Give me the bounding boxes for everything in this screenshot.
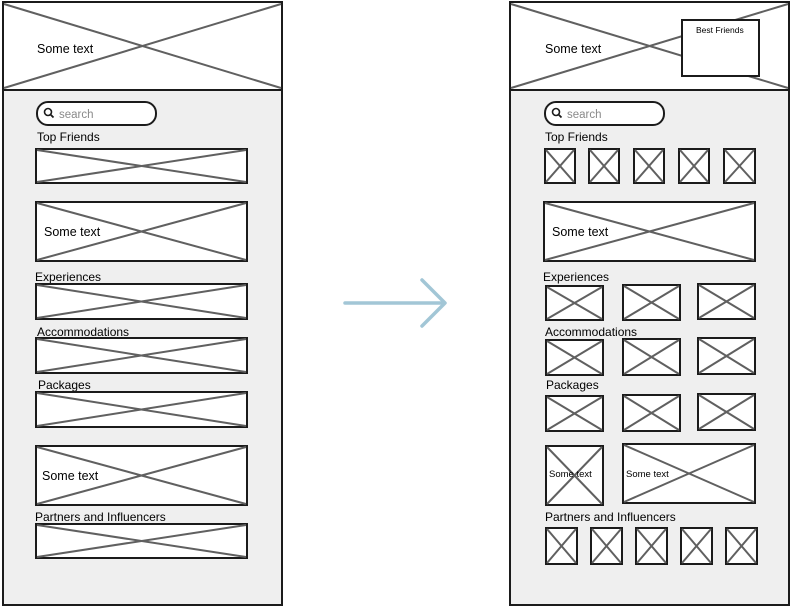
after-experience-tile[interactable] <box>697 283 756 320</box>
after-accommodation-tile[interactable] <box>622 338 681 376</box>
after-promo-right-image[interactable]: Some text <box>622 443 756 504</box>
after-partner-avatar[interactable] <box>590 527 623 565</box>
before-packages-label: Packages <box>38 378 91 392</box>
after-partner-avatar[interactable] <box>680 527 713 565</box>
after-search-field[interactable]: search <box>544 101 665 126</box>
before-search-placeholder: search <box>59 109 94 121</box>
after-partner-avatar[interactable] <box>635 527 668 565</box>
after-friend-avatar[interactable] <box>544 148 576 184</box>
before-search-field[interactable]: search <box>36 101 157 126</box>
before-top-friends-label: Top Friends <box>37 130 100 144</box>
after-banner-text: Some text <box>552 225 609 239</box>
after-accommodation-tile[interactable] <box>697 337 756 375</box>
after-promo-left-image[interactable]: Some text <box>545 445 604 506</box>
after-friend-avatar[interactable] <box>723 148 756 184</box>
after-experience-tile[interactable] <box>545 285 604 321</box>
before-partners-label: Partners and Influencers <box>35 510 166 524</box>
before-banner-image: Some text <box>35 201 248 262</box>
after-packages-row <box>545 393 756 432</box>
before-experiences-label: Experiences <box>35 270 101 284</box>
after-package-tile[interactable] <box>622 394 681 432</box>
arrow-right-icon <box>343 278 447 328</box>
after-experiences-row <box>545 283 756 321</box>
before-header-text: Some text <box>37 42 94 56</box>
before-accommodations-placeholder <box>35 337 248 374</box>
after-best-friends-label: Best Friends <box>696 25 744 35</box>
before-banner-text: Some text <box>44 225 101 239</box>
before-promo-text: Some text <box>42 469 99 483</box>
after-accommodations-label: Accommodations <box>545 325 637 339</box>
after-promo-right-text: Some text <box>626 469 669 480</box>
wireframe-before: Some text search Top Friends Some text E… <box>2 1 283 606</box>
after-friend-avatar[interactable] <box>633 148 665 184</box>
search-icon <box>551 107 563 119</box>
after-partner-avatar[interactable] <box>725 527 758 565</box>
after-package-tile[interactable] <box>545 395 604 432</box>
after-friend-avatar[interactable] <box>678 148 710 184</box>
after-partner-avatar[interactable] <box>545 527 578 565</box>
before-accommodations-label: Accommodations <box>37 325 129 339</box>
after-friend-avatar[interactable] <box>588 148 620 184</box>
wireframe-after: Some text Best Friends search Top Friend… <box>509 1 790 606</box>
after-banner-image: Some text <box>543 201 756 262</box>
before-top-friends-placeholder <box>35 148 248 184</box>
before-header-image: Some text <box>2 1 283 91</box>
after-packages-label: Packages <box>546 378 599 392</box>
before-experiences-placeholder <box>35 283 248 320</box>
before-partners-placeholder <box>35 523 248 559</box>
after-package-tile[interactable] <box>697 393 756 431</box>
after-accommodation-tile[interactable] <box>545 339 604 376</box>
search-icon <box>43 107 55 119</box>
after-partners-label: Partners and Influencers <box>545 510 676 524</box>
before-promo-image: Some text <box>35 445 248 506</box>
after-accommodations-row <box>545 337 756 376</box>
after-header-text: Some text <box>545 42 602 56</box>
after-partners-row <box>545 527 758 565</box>
after-experiences-label: Experiences <box>543 270 609 284</box>
after-promo-left-text: Some text <box>549 469 592 480</box>
before-packages-placeholder <box>35 391 248 428</box>
after-top-friends-label: Top Friends <box>545 130 608 144</box>
after-search-placeholder: search <box>567 109 602 121</box>
after-experience-tile[interactable] <box>622 284 681 321</box>
after-top-friends-row <box>544 148 756 184</box>
after-best-friends-card[interactable]: Best Friends <box>681 19 760 77</box>
